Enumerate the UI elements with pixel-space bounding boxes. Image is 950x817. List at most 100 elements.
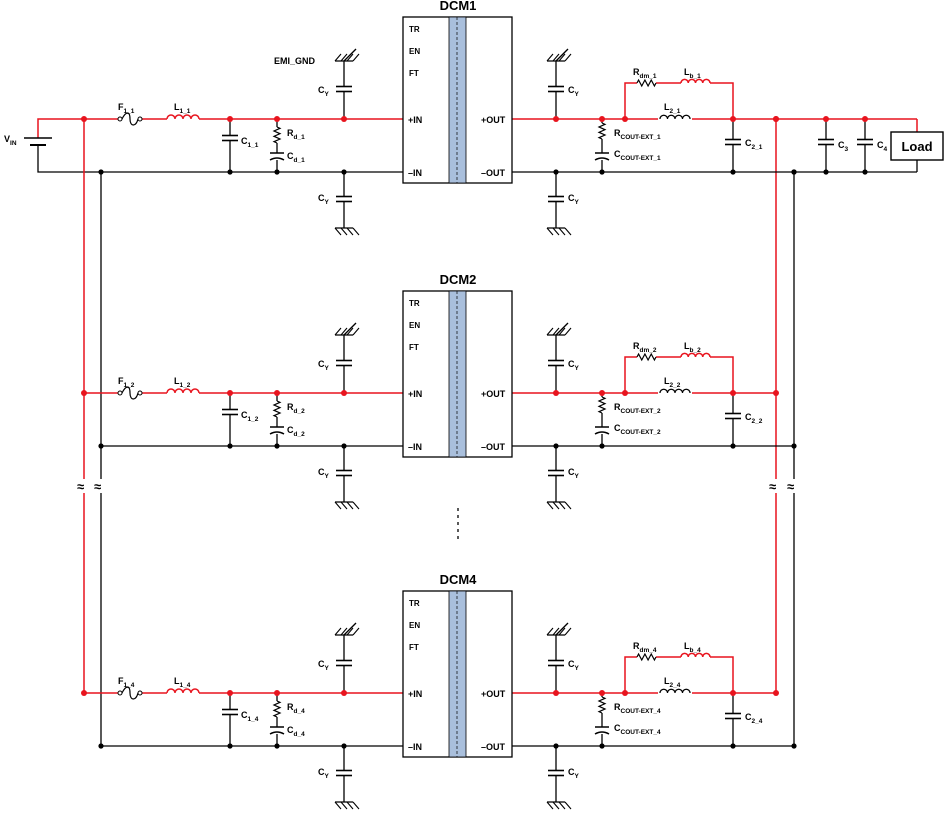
input-cap [222, 408, 238, 416]
earth-slant [555, 622, 569, 636]
fuse-terminal [137, 690, 143, 696]
earth-hatch [558, 53, 566, 62]
junction-dot [730, 443, 736, 449]
y-cap-label: CY [568, 767, 580, 780]
junction-dot [791, 169, 797, 175]
earth-slant [555, 48, 569, 62]
earth-hatch [352, 327, 360, 336]
junction-dot-red [227, 690, 233, 696]
earth-hatch [552, 227, 560, 236]
y-cap [336, 359, 352, 367]
junction-dot-red [823, 116, 829, 122]
dm-resistor-label: Rdm_1 [633, 67, 657, 80]
pin-plus-out: +OUT [481, 389, 506, 399]
y-cap-label: CY [318, 659, 330, 672]
junction-dot-red [274, 690, 280, 696]
junction-dot-red [730, 116, 736, 122]
out-inductor-label: L2_2 [664, 376, 681, 389]
junction-dot [599, 743, 605, 749]
earth-hatch [552, 627, 560, 636]
components [24, 16, 944, 810]
damp-cap-label: Cd_1 [287, 151, 305, 164]
junction-dot [227, 169, 233, 175]
junction-dot [553, 743, 559, 749]
vin-label: VIN [4, 134, 17, 147]
pin-minus-out: –OUT [481, 168, 506, 178]
junction-dot-red [730, 690, 736, 696]
y-cap-label: CY [568, 659, 580, 672]
earth-hatch [346, 327, 354, 336]
junction-dot-red [341, 390, 347, 396]
fuse-terminal [117, 690, 123, 696]
earth-hatch [564, 627, 572, 636]
junction-dot-red [227, 116, 233, 122]
module-title: DCM1 [440, 0, 477, 13]
junction-dot-red [274, 116, 280, 122]
junction-dot [341, 443, 347, 449]
damp-resistor-label: Rd_1 [287, 128, 305, 141]
dm-resistor-label: Rdm_4 [633, 641, 657, 654]
cout-ext-cap-label: CCOUT-EXT_2 [614, 423, 661, 436]
earth-hatch [564, 227, 572, 236]
cout-ext-cap [594, 726, 610, 735]
wiring [37, 48, 918, 802]
earth-hatch [340, 327, 348, 336]
earth-slant [343, 322, 357, 336]
emi-gnd-label: EMI_GND [274, 56, 316, 66]
out-cap-label: C2_1 [745, 138, 763, 151]
earth-hatch [552, 53, 560, 62]
earth-hatch [564, 801, 572, 810]
emi-ground-symbol [546, 53, 572, 62]
bulk-cap-label: C3 [838, 140, 849, 153]
earth-hatch [352, 627, 360, 636]
cout-ext-cap [594, 426, 610, 435]
vin-pos-wire [37, 118, 84, 138]
pin-minus-in: –IN [408, 168, 422, 178]
emi-ground-symbol [334, 227, 360, 236]
earth-hatch [340, 801, 348, 810]
earth-hatch [546, 227, 554, 236]
earth-hatch [546, 627, 554, 636]
junction-dot-red [862, 116, 868, 122]
y-cap [548, 469, 564, 477]
damp-cap [269, 426, 285, 435]
out-inductor-label: L2_1 [664, 102, 681, 115]
emi-ground-symbol [334, 53, 360, 62]
out-cap [725, 138, 741, 146]
emi-ground-symbol [546, 501, 572, 510]
earth-hatch [552, 501, 560, 510]
earth-hatch [334, 327, 342, 336]
junction-dot-red [730, 390, 736, 396]
earth-hatch [334, 227, 342, 236]
junction-dot-red [599, 690, 605, 696]
out-cap-label: C2_2 [745, 412, 763, 425]
load-label: Load [901, 139, 932, 154]
earth-hatch [340, 227, 348, 236]
input-cap-label: C1_1 [241, 136, 259, 149]
fuse-label: F1_1 [118, 102, 135, 115]
junction-dot-red [622, 390, 628, 396]
input-inductor-label: L1_4 [174, 676, 191, 689]
wire-break-symbol: ≈ [769, 479, 776, 494]
y-cap [336, 195, 352, 203]
y-cap [336, 659, 352, 667]
transformer-core [448, 590, 467, 758]
earth-hatch [558, 801, 566, 810]
junction-dot-red [773, 116, 779, 122]
fuse [117, 386, 143, 400]
emi-ground-symbol [334, 801, 360, 810]
y-cap-label: CY [568, 467, 580, 480]
branch-wire [624, 656, 637, 693]
damp-resistor-label: Rd_2 [287, 402, 305, 415]
cap-plate-curved [594, 431, 610, 435]
junction-dot [274, 169, 280, 175]
earth-hatch [546, 327, 554, 336]
cout-ext-resistor-label: RCOUT-EXT_2 [614, 402, 661, 415]
pin-minus-out: –OUT [481, 442, 506, 452]
emi-ground-symbol [334, 327, 360, 336]
module-title: DCM2 [440, 272, 477, 287]
earth-hatch [340, 627, 348, 636]
out-inductor [659, 114, 691, 120]
fuse-label: F1_2 [118, 376, 135, 389]
junction-dot-red [553, 116, 559, 122]
